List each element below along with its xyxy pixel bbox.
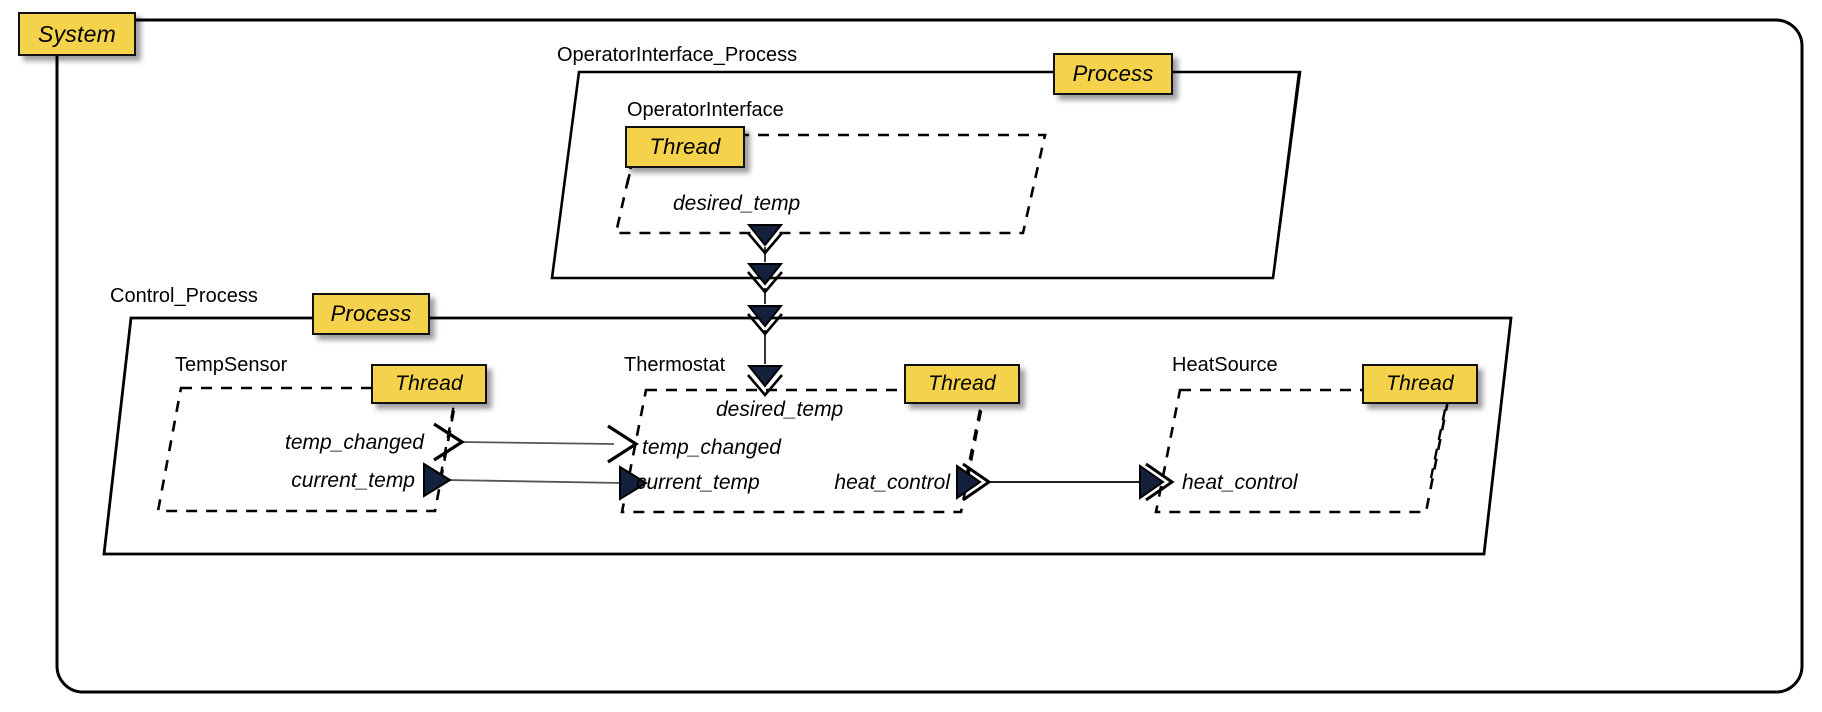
- stereotype-chip-system-label: System: [38, 20, 116, 47]
- stereotype-chip-thermostat[interactable]: Thread: [904, 364, 1020, 404]
- feature-label-thermostat-temp-changed: temp_changed: [642, 436, 781, 459]
- feature-label-heatsource-heat-control: heat_control: [1182, 471, 1298, 494]
- stereotype-chip-operatorinterface-label: Thread: [649, 134, 721, 159]
- stereotype-chip-tempsensor-label: Thread: [395, 372, 463, 395]
- connection-temp-changed[interactable]: [461, 441, 615, 445]
- stereotype-chip-control-process-label: Process: [330, 301, 412, 326]
- port-thermostat-current-temp[interactable]: [619, 465, 648, 501]
- feature-label-thermostat-desired-temp: desired_temp: [716, 398, 844, 421]
- component-name-operatorinterface-process: OperatorInterface_Process: [557, 44, 798, 66]
- system-boundary[interactable]: [55, 18, 1804, 694]
- stereotype-chip-operatorinterface-process-label: Process: [1072, 61, 1154, 86]
- feature-label-operatorinterface-desired-temp: desired_temp: [673, 192, 801, 215]
- stereotype-chip-system[interactable]: System: [18, 12, 136, 56]
- component-name-operatorinterface: OperatorInterface: [627, 99, 784, 121]
- feature-label-tempsensor-current-temp: current_temp: [291, 469, 415, 492]
- stereotype-chip-operatorinterface-process[interactable]: Process: [1053, 53, 1173, 95]
- heat-source-chip-leader: [1429, 389, 1451, 479]
- stereotype-chip-thermostat-label: Thread: [928, 372, 996, 395]
- port-tempsensor-current-temp[interactable]: [423, 462, 452, 498]
- feature-label-thermostat-current-temp: current_temp: [636, 471, 760, 494]
- port-tempsensor-temp-changed[interactable]: [433, 422, 465, 462]
- port-control-process-desired-temp[interactable]: [746, 305, 784, 337]
- component-name-tempsensor: TempSensor: [175, 354, 288, 376]
- stereotype-chip-operatorinterface[interactable]: Thread: [625, 126, 745, 168]
- temp-sensor-chip-leader: [439, 387, 459, 475]
- stereotype-chip-heatsource-label: Thread: [1386, 372, 1454, 395]
- port-operatorinterface-process-desired-temp[interactable]: [746, 263, 784, 295]
- component-name-thermostat: Thermostat: [624, 354, 726, 376]
- port-heatsource-heat-control[interactable]: [1139, 462, 1175, 502]
- component-name-control-process: Control_Process: [110, 285, 258, 307]
- control-process-boundary[interactable]: [102, 316, 1513, 556]
- heat-source-boundary[interactable]: [1154, 388, 1452, 514]
- component-name-heatsource: HeatSource: [1172, 354, 1278, 376]
- feature-label-tempsensor-temp-changed: temp_changed: [285, 431, 424, 454]
- stereotype-chip-tempsensor[interactable]: Thread: [371, 364, 487, 404]
- connection-current-temp[interactable]: [446, 479, 624, 484]
- thermostat-chip-leader: [964, 389, 986, 479]
- port-thermostat-desired-temp[interactable]: [746, 365, 784, 398]
- port-operatorinterface-desired-temp[interactable]: [746, 224, 784, 256]
- stereotype-chip-heatsource[interactable]: Thread: [1362, 364, 1478, 404]
- stereotype-chip-control-process[interactable]: Process: [312, 293, 430, 335]
- temp-sensor-boundary[interactable]: [156, 386, 460, 513]
- feature-label-thermostat-heat-control: heat_control: [834, 471, 950, 494]
- operator-interface-boundary[interactable]: [614, 133, 1047, 235]
- thermostat-boundary[interactable]: [620, 388, 987, 514]
- port-thermostat-temp-changed[interactable]: [607, 424, 639, 464]
- port-thermostat-heat-control[interactable]: [956, 462, 992, 502]
- oi-process-chip-leader: [1273, 71, 1301, 263]
